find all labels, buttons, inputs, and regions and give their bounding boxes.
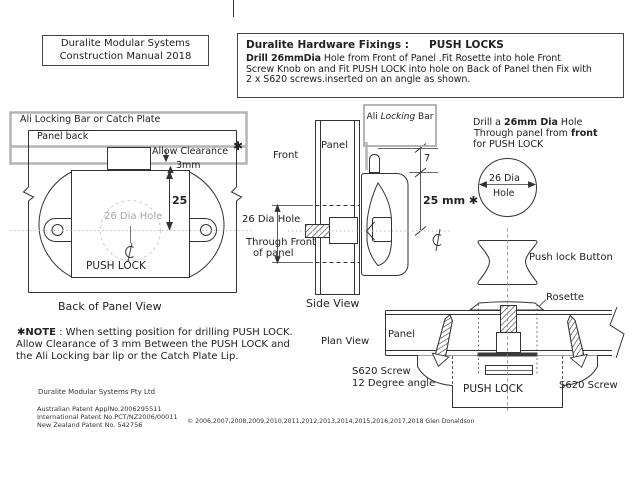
dim-7-label: 7 xyxy=(424,153,431,164)
latch-tab-side xyxy=(369,153,380,173)
fixings-line2: Screw Knob on and Fit PUSH LOCK into hol… xyxy=(246,63,592,75)
ali-bar-part3: Bar xyxy=(415,112,434,122)
fixings-title: Duralite Hardware Fixings : PUSH LOCKS xyxy=(246,39,615,51)
back-view-drawing xyxy=(9,111,252,293)
stem-knob xyxy=(496,332,521,353)
centerline-symbol xyxy=(432,228,442,252)
panel-label-plan: Panel xyxy=(388,329,415,340)
side-view-caption: Side View xyxy=(306,297,360,310)
ali-locking-bar-label-box: Ali Locking Bar xyxy=(363,104,437,147)
clearance-value: 3mm xyxy=(176,160,201,171)
s620-screw-left xyxy=(431,313,453,368)
hole-circle-label-2: Hole xyxy=(493,188,515,199)
asterisk-marker: ✱ xyxy=(233,139,244,153)
drill-note-line3: for PUSH LOCK xyxy=(473,139,544,150)
drill-note-line1: Drill a 26mm Dia Hole xyxy=(473,117,583,128)
hole-label-side-2: Through Front xyxy=(246,237,316,248)
button-waist xyxy=(365,221,375,241)
fixings-body: Drill 26mmDia Hole from Front of Panel .… xyxy=(246,53,615,86)
push-lock-label-plan: PUSH LOCK xyxy=(463,383,523,395)
dims-right xyxy=(378,143,438,236)
front-label: Front xyxy=(273,150,299,161)
footer-company: Duralite Modular Systems Pty Ltd xyxy=(38,388,156,396)
panel-label-side: Panel xyxy=(321,140,348,151)
dim-25mm-label: 25 mm ✱ xyxy=(423,194,479,207)
push-lock-label-back: PUSH LOCK xyxy=(86,260,146,272)
hole-label-back: 26 Dia Hole xyxy=(104,211,163,222)
fixings-title-value: PUSH LOCKS xyxy=(429,39,504,51)
screw-hole-left xyxy=(51,224,64,236)
screw-right-label: S620 Screw xyxy=(559,380,618,391)
hole-26dia-hidden xyxy=(100,200,161,261)
side-view-drawing xyxy=(272,120,452,295)
stem-hatch xyxy=(500,305,517,333)
fixings-line1-rest: Hole from Front of Panel .Fit Rosette in… xyxy=(320,53,561,64)
panel-back-label: Panel back xyxy=(37,131,89,142)
hole-detail-circle xyxy=(478,158,537,217)
clearance-arrows xyxy=(162,150,174,178)
note-star: ✱NOTE xyxy=(17,327,56,338)
fixings-line3: 2 x S620 screws.inserted on an angle as … xyxy=(246,74,471,85)
hole-detail-arrow xyxy=(478,181,537,188)
break-mark xyxy=(609,306,625,359)
screw-left-label-2: 12 Degree angle xyxy=(352,378,436,389)
note-line2: Allow Clearance of 3 mm Between the PUSH… xyxy=(16,339,290,350)
push-lock-button-label: Push lock Button xyxy=(529,252,613,263)
plan-view-caption: Plan View xyxy=(321,336,370,347)
hole-label-side-1: 26 Dia Hole xyxy=(242,214,301,225)
s620-screw-right xyxy=(567,314,588,369)
note-line1: ✱NOTE : When setting position for drilli… xyxy=(17,327,293,338)
fixings-instruction-box: Duralite Hardware Fixings : PUSH LOCKS Dr… xyxy=(237,33,624,98)
rosette-label: Rosette xyxy=(546,292,584,303)
latch-slot xyxy=(485,365,533,375)
button-core xyxy=(372,217,392,242)
locking-bar-label: Ali Locking Bar or Catch Plate xyxy=(20,114,161,125)
push-lock-button-shape xyxy=(477,240,538,285)
footer-patent-au: Australian Patent ApplNo.2006295511 xyxy=(37,405,162,413)
break-marks xyxy=(22,186,243,202)
footer-copyright: © 2006,2007,2008,2009,2010,2011,2012,201… xyxy=(187,418,475,425)
ali-bar-part1: Ali xyxy=(366,112,381,122)
dim-25-label: 25 xyxy=(172,194,188,207)
note-line3: the Ali Locking bar lip or the Catch Pla… xyxy=(16,351,239,362)
footer-patent-nz: New Zealand Patent No. 542756 xyxy=(37,421,143,429)
manual-title-line2: Construction Manual 2018 xyxy=(59,51,192,62)
centerline-symbol xyxy=(125,242,134,262)
screw-left-label-1: S620 Screw xyxy=(352,366,411,377)
allow-clearance-label: Allow Clearance xyxy=(152,146,229,157)
hole-circle-label-1: 26 Dia xyxy=(489,173,520,184)
hole-label-side-3: of panel xyxy=(253,248,294,259)
back-view-caption: Back of Panel View xyxy=(58,300,162,313)
hole-dim xyxy=(272,203,313,265)
manual-title-line1: Duralite Modular Systems xyxy=(60,38,191,49)
panel-side xyxy=(315,120,360,295)
fixings-line1-bold: Drill 26mmDia xyxy=(246,53,321,64)
plan-view-drawing xyxy=(385,158,625,411)
rosette-leader xyxy=(539,299,547,307)
latch-tab xyxy=(107,147,151,170)
panel-back-outline xyxy=(28,130,237,293)
lock-wings xyxy=(38,171,225,278)
manual-title-box: Duralite Modular Systems Construction Ma… xyxy=(42,35,209,66)
fixings-title-label: Duralite Hardware Fixings : xyxy=(246,39,409,51)
drill-note-line2: Through panel from front xyxy=(474,128,598,139)
ali-bar-part2: Locking xyxy=(380,112,416,122)
footer-patent-int: International Patent No.PCT/NZ2006/00011 xyxy=(37,413,178,421)
